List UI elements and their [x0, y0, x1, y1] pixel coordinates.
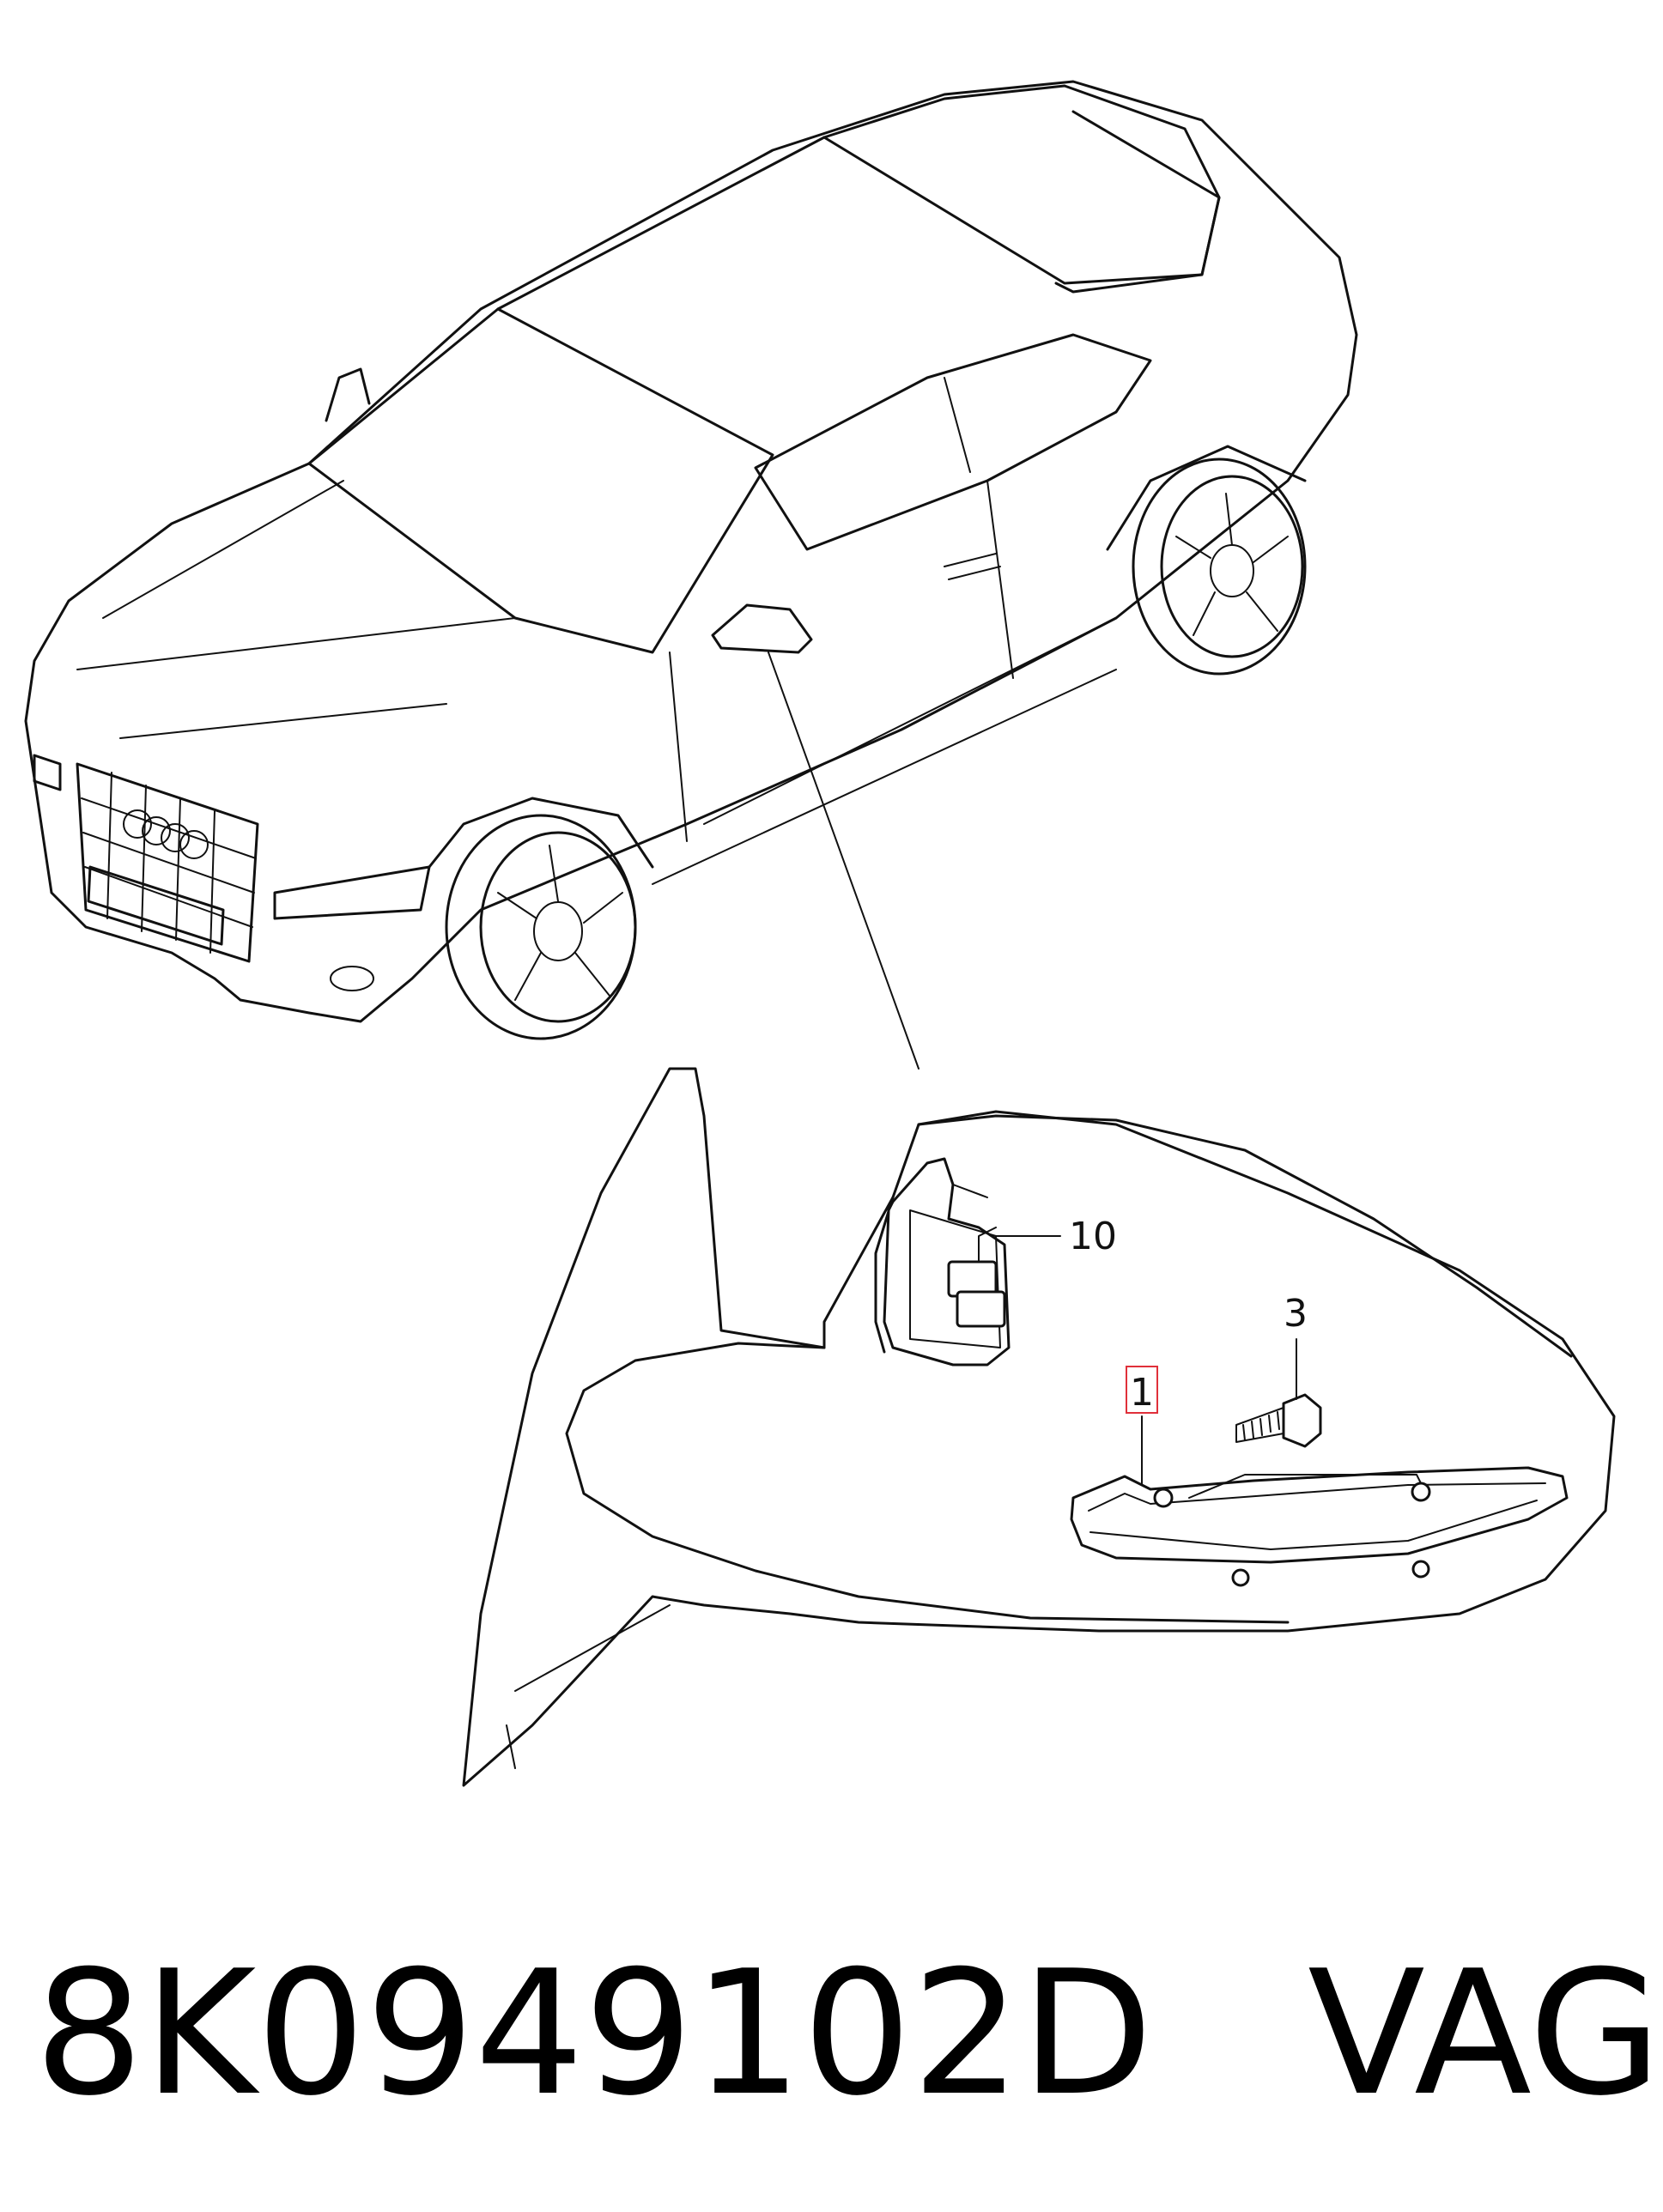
car-logo-rings	[123, 809, 209, 859]
part-number: 8K0949102D	[34, 1934, 1154, 2134]
callout-3: 3	[1284, 1292, 1308, 1336]
car-license-plate	[87, 865, 225, 946]
leader-line-mirror	[768, 651, 920, 1070]
car-side-windows	[754, 333, 1152, 551]
car-headlight-left	[33, 754, 62, 791]
car-grille	[76, 762, 259, 963]
car-windshield	[307, 307, 774, 654]
callout-1: 1	[1130, 1371, 1154, 1415]
car-roof	[496, 84, 1221, 311]
mirror-housing-outline	[565, 1342, 1290, 1624]
car-wheel-front	[445, 814, 637, 1040]
car-rear-window	[822, 110, 1221, 285]
part-3-screw	[1235, 1393, 1322, 1448]
part-10-connector-bracket	[883, 1157, 1011, 1367]
footer: 8K0949102D VAG	[34, 1923, 1661, 2146]
car-wheel-rear	[1132, 458, 1307, 676]
mirror-mount-base	[462, 1067, 1616, 1787]
car-body-outline	[24, 80, 1358, 1023]
mirror-assembly	[462, 1067, 1616, 1787]
callout-1-highlight	[1126, 1366, 1158, 1414]
car-illustration	[24, 80, 1358, 1040]
car-door-lines	[669, 480, 1117, 842]
callout-10: 10	[1069, 1215, 1117, 1258]
car-headlight-right	[273, 865, 431, 920]
car-side-mirror	[711, 603, 813, 654]
brand-label: VAG	[1308, 1934, 1662, 2134]
part-1-turn-signal	[1070, 1466, 1569, 1587]
